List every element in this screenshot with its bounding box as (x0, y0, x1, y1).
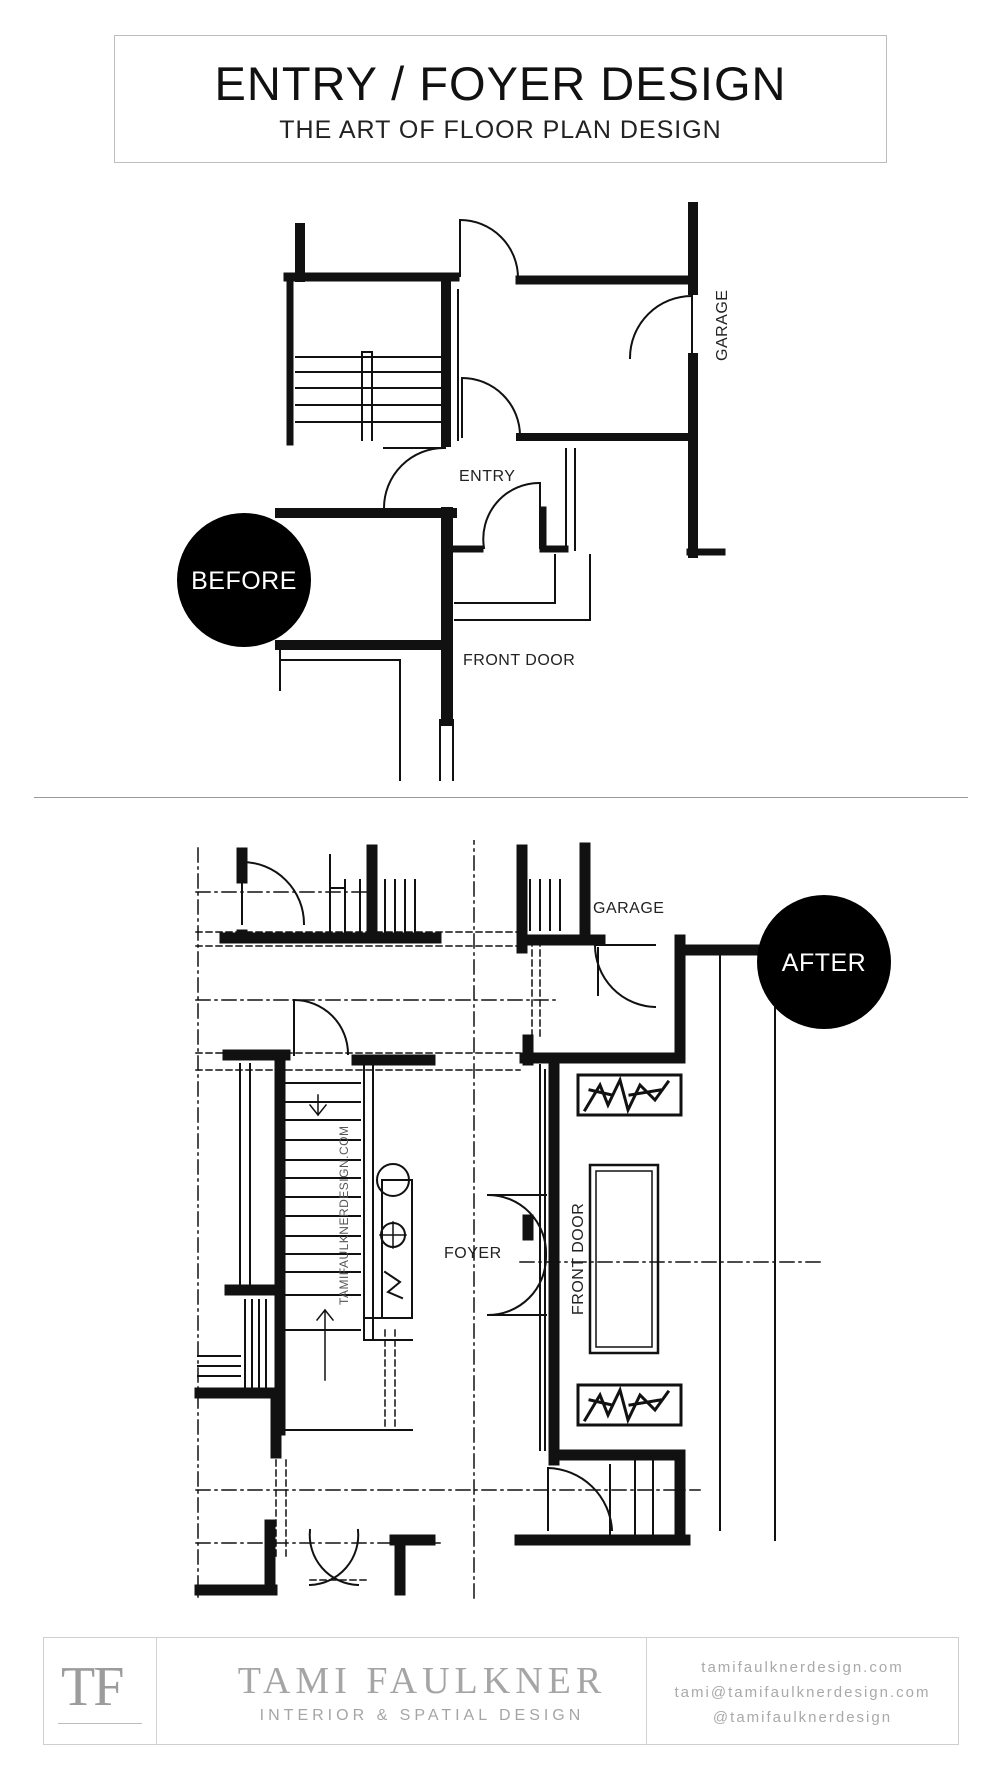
after-label-front-door: FRONT DOOR (570, 1203, 587, 1315)
contact-email[interactable]: tami@tamifaulknerdesign.com (674, 1684, 931, 1701)
page-title: ENTRY / FOYER DESIGN (214, 57, 787, 110)
after-label-foyer: FOYER (444, 1245, 502, 1262)
before-label-front-door: FRONT DOOR (463, 652, 575, 669)
after-badge-label: AFTER (782, 949, 866, 977)
page-subtitle: THE ART OF FLOOR PLAN DESIGN (279, 116, 722, 144)
after-watermark: TAMIFAULKNERDESIGN.COM (337, 1126, 351, 1305)
before-label-garage: GARAGE (714, 290, 731, 361)
after-bench-inner (595, 1170, 653, 1348)
before-thin-line (454, 554, 556, 604)
contact-block: tamifaulknerdesign.com tami@tamifaulkner… (646, 1638, 958, 1744)
title-box: ENTRY / FOYER DESIGN THE ART OF FLOOR PL… (114, 35, 887, 163)
before-label-entry: ENTRY (459, 468, 515, 485)
tf-logo-letters: TF (61, 1656, 124, 1718)
tf-logo: TF (44, 1638, 157, 1744)
footer: TF TAMI FAULKNER INTERIOR & SPATIAL DESI… (43, 1637, 959, 1745)
tf-logo-rule (58, 1723, 142, 1724)
brand-name: TAMI FAULKNER (237, 1660, 607, 1702)
section-divider (34, 797, 968, 798)
after-stair-arrow-down (308, 1094, 328, 1117)
after-bench (588, 1163, 660, 1355)
before-thin-line (279, 659, 401, 781)
brand-tagline: INTERIOR & SPATIAL DESIGN (259, 1707, 585, 1724)
after-light-cross (379, 1221, 407, 1249)
before-stair-treads (295, 351, 447, 441)
after-planter-top (576, 1073, 683, 1117)
before-thin-line (454, 554, 591, 621)
after-stair-arrow-up (315, 1308, 335, 1381)
brand: TAMI FAULKNER INTERIOR & SPATIAL DESIGN (156, 1638, 688, 1744)
after-label-garage: GARAGE (593, 900, 664, 917)
after-floor-plan: GARAGE FOYER FRONT DOOR TAMIFAULKNERDESI… (194, 840, 891, 1601)
contact-social[interactable]: @tamifaulknerdesign (712, 1709, 893, 1726)
after-round-table (376, 1163, 410, 1197)
after-planter-bottom (576, 1383, 683, 1427)
after-walls (194, 842, 766, 1596)
after-thin-lines (197, 854, 776, 1541)
before-badge-label: BEFORE (191, 567, 297, 595)
before-badge (177, 513, 311, 647)
contact-website[interactable]: tamifaulknerdesign.com (701, 1659, 904, 1676)
before-door-swings (382, 218, 694, 550)
after-plant-small (383, 1270, 404, 1300)
before-floor-plan: GARAGE ENTRY FRONT DOOR BEFORE (177, 202, 731, 781)
after-badge (757, 895, 891, 1029)
after-door-swings (240, 860, 657, 1587)
